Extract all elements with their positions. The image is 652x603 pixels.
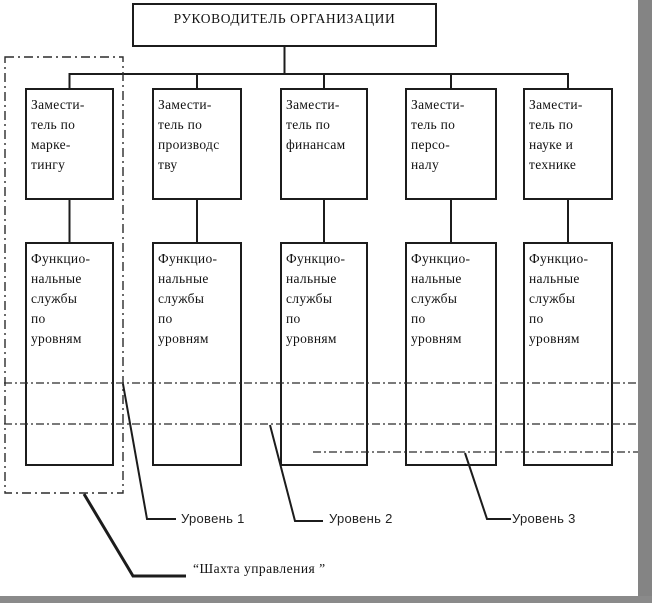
deputy-box-finance-text: Замести- тель по финансам: [286, 97, 346, 152]
functional-box-1-text: Функцио- нальные службы по уровням: [31, 251, 91, 346]
functional-box-4: Функцио- нальные службы по уровням: [405, 242, 497, 466]
shaft-leader-line: [82, 493, 186, 578]
deputy-box-production: Замести- тель по производс тву: [152, 88, 242, 200]
level-1-label: Уровень 1: [181, 511, 245, 526]
shaft-label: “Шахта управления ”: [193, 561, 326, 576]
level-2-label: Уровень 2: [329, 511, 393, 526]
org-head-title: РУКОВОДИТЕЛЬ ОРГАНИЗАЦИИ: [173, 11, 396, 26]
deputy-box-personnel-text: Замести- тель по персо- налу: [411, 97, 465, 172]
bottom-page-edge-bar: [0, 596, 652, 603]
org-head-box: РУКОВОДИТЕЛЬ ОРГАНИЗАЦИИ: [132, 3, 437, 47]
functional-box-3: Функцио- нальные службы по уровням: [280, 242, 368, 466]
functional-box-1: Функцио- нальные службы по уровням: [25, 242, 114, 466]
functional-box-3-text: Функцио- нальные службы по уровням: [286, 251, 346, 346]
deputy-box-marketing: Замести- тель по марке- тингу: [25, 88, 114, 200]
deputy-box-science: Замести- тель по науке и технике: [523, 88, 613, 200]
level-3-label: Уровень 3: [512, 511, 576, 526]
deputy-box-science-text: Замести- тель по науке и технике: [529, 97, 583, 172]
deputy-box-finance: Замести- тель по финансам: [280, 88, 368, 200]
right-page-edge-bar: [638, 0, 652, 603]
deputy-box-production-text: Замести- тель по производс тву: [158, 97, 220, 172]
deputy-box-marketing-text: Замести- тель по марке- тингу: [31, 97, 85, 172]
functional-box-5-text: Функцио- нальные службы по уровням: [529, 251, 589, 346]
functional-box-2: Функцио- нальные службы по уровням: [152, 242, 242, 466]
deputy-box-personnel: Замести- тель по персо- налу: [405, 88, 497, 200]
functional-box-5: Функцио- нальные службы по уровням: [523, 242, 613, 466]
functional-box-4-text: Функцио- нальные службы по уровням: [411, 251, 471, 346]
functional-box-2-text: Функцио- нальные службы по уровням: [158, 251, 218, 346]
